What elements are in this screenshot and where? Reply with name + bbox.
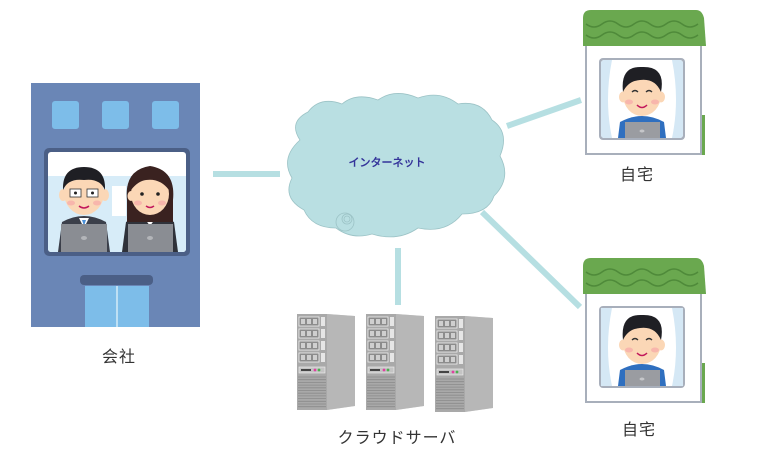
- drive-slot: [445, 345, 449, 350]
- drive-slot: [382, 331, 386, 336]
- disk-slot: [370, 369, 380, 371]
- drive-slot: [376, 343, 380, 348]
- drive-latch: [321, 317, 325, 326]
- home-1-label: 自宅: [619, 165, 655, 184]
- drive-slot: [451, 345, 455, 350]
- cloud-server-group: [297, 314, 493, 412]
- control-panel: [436, 368, 464, 376]
- drive-slot: [439, 321, 443, 326]
- drive-latch: [390, 317, 394, 326]
- drive-slot: [451, 357, 455, 362]
- drive-slot: [439, 357, 443, 362]
- drive-slot: [439, 345, 443, 350]
- drive-latch: [390, 329, 394, 338]
- drive-slot: [307, 343, 311, 348]
- status-led-green: [386, 368, 390, 372]
- drive-latch: [390, 341, 394, 350]
- cloud-icon: インターネット: [287, 93, 506, 238]
- drive-slot: [307, 319, 311, 324]
- home-worker-icon: [601, 60, 683, 138]
- connector-internet-home-2: [479, 209, 583, 310]
- drive-slot: [451, 333, 455, 338]
- house-icon: [583, 258, 706, 403]
- office-label: 会社: [101, 347, 137, 366]
- control-panel: [367, 366, 395, 374]
- drive-slot: [370, 319, 374, 324]
- internet-label: インターネット: [349, 156, 426, 169]
- drive-slot: [313, 319, 317, 324]
- connector-internet-home-1: [506, 97, 582, 129]
- server-side-panel: [396, 314, 424, 410]
- drive-latch: [459, 331, 463, 340]
- home-worker-icon: [601, 308, 683, 386]
- drive-latch: [321, 353, 325, 362]
- home-2-label: 自宅: [621, 420, 657, 439]
- status-led-green: [455, 370, 459, 374]
- drive-latch: [321, 329, 325, 338]
- disk-slot: [301, 369, 311, 371]
- drive-slot: [307, 355, 311, 360]
- server-side-panel: [327, 314, 355, 410]
- server-rack-icon: [435, 316, 493, 412]
- server-rack-icon: [297, 314, 355, 410]
- drive-slot: [439, 333, 443, 338]
- drive-latch: [321, 341, 325, 350]
- control-panel: [298, 366, 326, 374]
- drive-latch: [459, 343, 463, 352]
- drive-slot: [376, 331, 380, 336]
- drive-slot: [382, 343, 386, 348]
- drive-slot: [301, 343, 305, 348]
- disk-slot: [439, 371, 449, 373]
- house-icon: [583, 10, 706, 155]
- drive-slot: [445, 333, 449, 338]
- drive-slot: [376, 319, 380, 324]
- drive-latch: [459, 319, 463, 328]
- status-led-pink: [313, 368, 317, 372]
- drive-latch: [459, 355, 463, 364]
- drive-slot: [370, 355, 374, 360]
- drive-slot: [313, 343, 317, 348]
- drive-slot: [301, 331, 305, 336]
- drive-slot: [307, 331, 311, 336]
- server-side-panel: [465, 316, 493, 412]
- status-led-green: [317, 368, 321, 372]
- cloud-server-label: クラウドサーバ: [337, 428, 457, 447]
- office-worker-woman-icon: [122, 166, 178, 252]
- drive-slot: [382, 319, 386, 324]
- drive-slot: [370, 343, 374, 348]
- office-building-icon: [31, 83, 200, 327]
- drive-slot: [370, 331, 374, 336]
- drive-slot: [313, 331, 317, 336]
- drive-slot: [445, 321, 449, 326]
- drive-slot: [445, 357, 449, 362]
- drive-slot: [382, 355, 386, 360]
- office-worker-man-icon: [58, 167, 110, 252]
- drive-slot: [301, 355, 305, 360]
- drive-slot: [451, 321, 455, 326]
- status-led-pink: [382, 368, 386, 372]
- server-rack-icon: [366, 314, 424, 410]
- drive-slot: [301, 319, 305, 324]
- drive-slot: [376, 355, 380, 360]
- status-led-pink: [451, 370, 455, 374]
- drive-slot: [313, 355, 317, 360]
- drive-latch: [390, 353, 394, 362]
